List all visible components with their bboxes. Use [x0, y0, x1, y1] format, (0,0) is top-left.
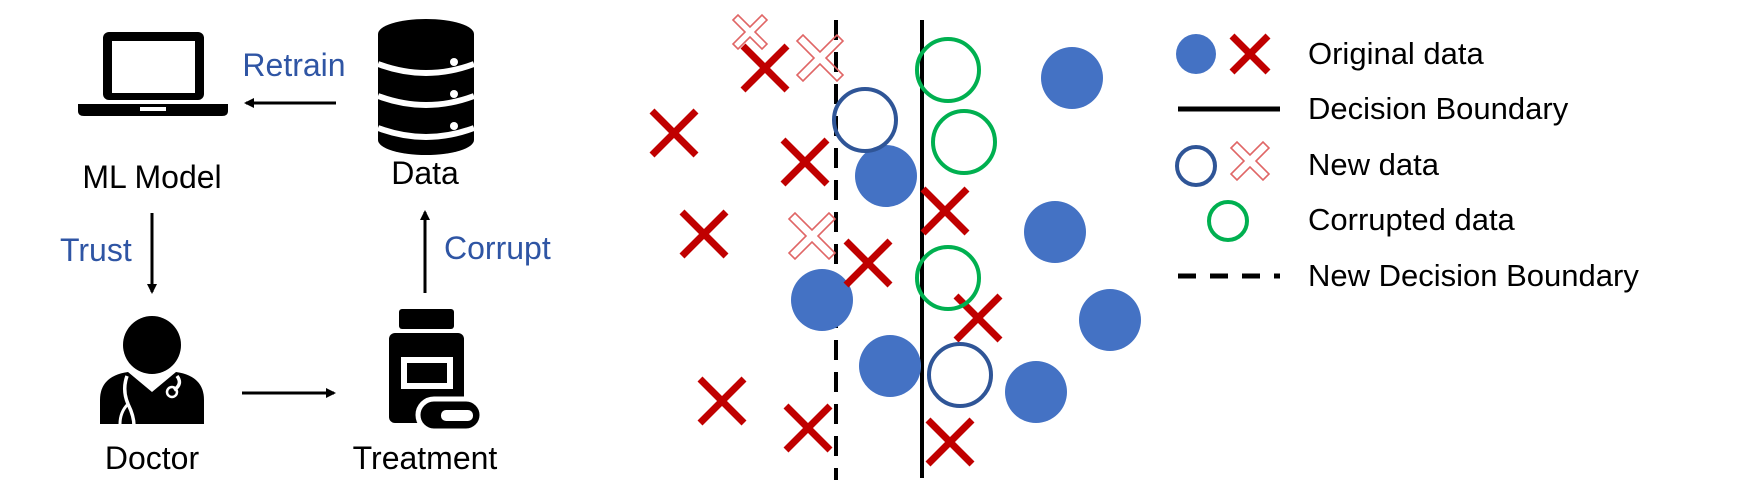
- laptop-icon: [78, 32, 228, 116]
- corrupted-data-circle: [931, 109, 997, 175]
- original-data-circle: [1005, 361, 1067, 423]
- original-data-cross: [649, 108, 699, 158]
- corrupted-data-circle: [915, 245, 981, 311]
- original-data-cross: [920, 186, 970, 236]
- node-label-data: Data: [391, 155, 459, 191]
- original-data-circle: [855, 145, 917, 207]
- original-data-circle: [1024, 201, 1086, 263]
- scatter-plot: [649, 13, 1141, 480]
- new-data-cross: [787, 211, 837, 261]
- edge-label-retrain: Retrain: [242, 47, 345, 83]
- legend: Original data Decision Boundary New data…: [1175, 33, 1639, 293]
- new-data-circle: [927, 342, 993, 408]
- new-data-cross: [795, 33, 845, 83]
- legend-original-circle: [1176, 34, 1216, 74]
- legend-label-new-boundary: New Decision Boundary: [1308, 258, 1639, 293]
- original-data-cross: [843, 238, 893, 288]
- database-icon: [376, 19, 476, 155]
- medicine-bottle-icon: [389, 309, 485, 434]
- new-data-cross: [731, 13, 769, 51]
- original-data-circle: [1041, 47, 1103, 109]
- original-data-cross: [679, 209, 729, 259]
- original-data-cross: [925, 417, 975, 467]
- original-data-cross: [780, 137, 830, 187]
- original-data-circle: [791, 269, 853, 331]
- legend-label-original: Original data: [1308, 36, 1485, 71]
- node-label-ml-model: ML Model: [82, 159, 221, 195]
- legend-label-boundary: Decision Boundary: [1308, 91, 1569, 126]
- new-data-circle: [832, 87, 898, 153]
- edge-label-trust: Trust: [60, 232, 132, 268]
- original-data-cross: [740, 43, 790, 93]
- original-data-cross: [783, 403, 833, 453]
- original-data-circle: [1079, 289, 1141, 351]
- legend-new-cross: [1229, 140, 1271, 182]
- corrupted-data-circle: [915, 37, 981, 103]
- node-label-doctor: Doctor: [105, 440, 200, 476]
- doctor-icon: [100, 316, 204, 427]
- legend-original-cross: [1229, 33, 1271, 75]
- legend-new-circle: [1175, 145, 1217, 187]
- legend-label-corrupted: Corrupted data: [1308, 202, 1516, 237]
- legend-corrupted-circle: [1207, 200, 1249, 242]
- original-data-cross: [953, 293, 1003, 343]
- edge-label-corrupt: Corrupt: [444, 230, 551, 266]
- node-label-treatment: Treatment: [353, 440, 498, 476]
- legend-label-new: New data: [1308, 147, 1440, 182]
- original-data-cross: [697, 376, 747, 426]
- original-data-circle: [859, 335, 921, 397]
